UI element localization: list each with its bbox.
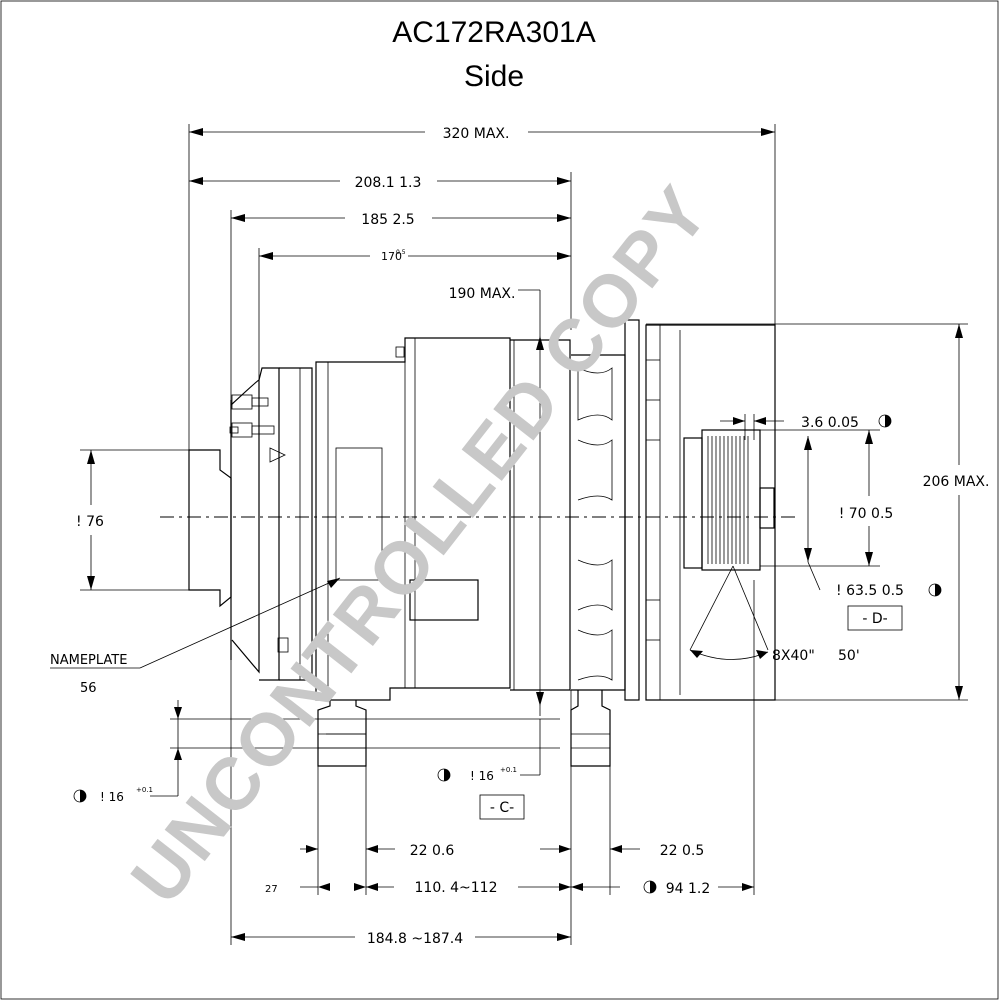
nameplate [335, 447, 383, 581]
dim-190-label: 190 MAX. [449, 286, 516, 302]
dim-bore: ! 16 +0.1 ! 16 +0.1 - C- [73, 700, 560, 820]
datum-c-label: - C- [490, 800, 514, 816]
nameplate-label: NAMEPLATE [50, 653, 127, 668]
dim-22-left: 22 0.6 [300, 766, 454, 895]
dim-63-5-label: ! 63.5 0.5 [836, 583, 904, 599]
bore-center-label: ! 16 [470, 769, 494, 783]
dim-row-887: 27 110. 4~112 94 1.2 [230, 580, 755, 945]
dim-184-label: 184.8 ~187.4 [367, 931, 463, 947]
dim-76-label: ! 76 [76, 514, 104, 530]
dim-184: 184.8 ~187.4 [231, 931, 571, 947]
dim-185: 185 2.5 [230, 210, 571, 400]
overall-length-label: 320 MAX. [443, 126, 510, 142]
dim-170: 170 0.5 [258, 248, 571, 380]
dim-208: 208.1 1.3 [189, 172, 572, 330]
dim-22-left-label: 22 0.6 [410, 843, 455, 859]
dim-170-label: 170 [381, 250, 402, 263]
dim-76: ! 76 [76, 449, 189, 591]
bore-center-tol: +0.1 [500, 766, 517, 774]
dim-208-label: 208.1 1.3 [355, 175, 422, 191]
datum-d-label: - D- [862, 611, 887, 627]
dim-overall-length: 320 MAX. [188, 124, 776, 450]
bore-left-tol: +0.1 [136, 786, 153, 794]
dim-94-label: 94 1.2 [666, 881, 711, 897]
dim-206: 206 MAX. [646, 323, 990, 701]
drawing-subtitle: Side [464, 60, 524, 93]
nameplate-number: 56 [80, 681, 97, 696]
dim-3-6-label: 3.6 0.05 [801, 415, 859, 431]
drive-end-housing [188, 367, 313, 681]
main-housing [315, 319, 776, 701]
nameplate-callout: NAMEPLATE 56 [50, 577, 341, 696]
dim-185-label: 185 2.5 [361, 212, 414, 228]
pulley-angle-label: 50' [838, 648, 860, 664]
dim-110-label: 110. 4~112 [415, 880, 498, 896]
dim-70: ! 70 0.5 [760, 429, 894, 567]
dim-27-label: 27 [265, 884, 278, 895]
dim-22-right: 22 0.5 [540, 766, 704, 895]
bore-left-label: ! 16 [100, 790, 124, 804]
dim-206-label: 206 MAX. [923, 474, 990, 490]
dim-63-5: ! 63.5 0.5 - D- [804, 436, 942, 631]
watermark: UNCONTROLLED COPY [115, 170, 725, 918]
dim-190: 190 MAX. [449, 286, 544, 716]
dim-3-6: 3.6 0.05 [720, 414, 892, 440]
dim-70-label: ! 70 0.5 [839, 506, 894, 522]
drawing-title: AC172RA301A [392, 16, 595, 49]
pulley-groove-label: 8X40" [772, 648, 815, 664]
mounting-foot-right [570, 690, 611, 767]
pulley-angle: 8X40" 50' [689, 565, 860, 664]
dim-22-right-label: 22 0.5 [660, 843, 705, 859]
pulley [683, 429, 775, 571]
dim-170-tol: 0.5 [396, 249, 406, 256]
